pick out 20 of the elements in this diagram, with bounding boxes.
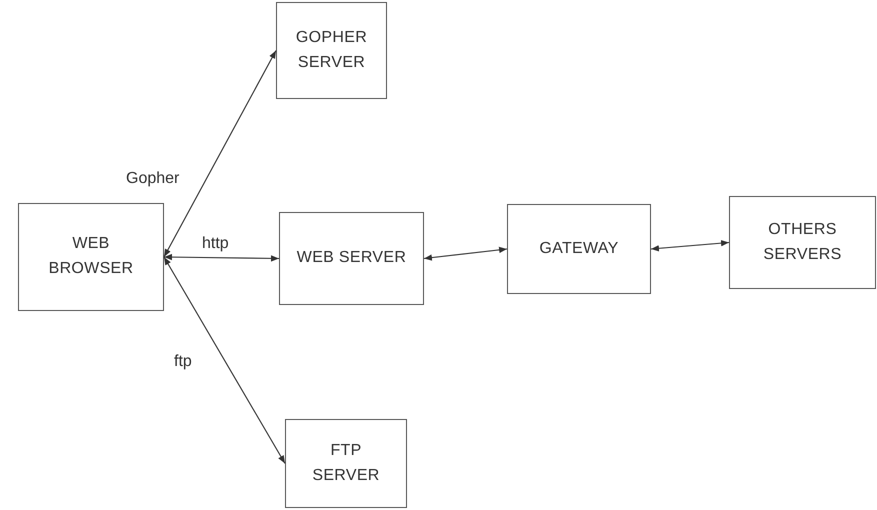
arrow — [164, 50, 276, 258]
server-box — [729, 196, 876, 289]
box-label: OTHERS SERVERS — [762, 220, 843, 264]
server-box — [507, 204, 651, 294]
server-box — [279, 212, 424, 305]
arrow — [650, 240, 730, 252]
box-label: FTP SERVER — [311, 440, 381, 486]
box-label: GATEWAY — [539, 238, 619, 259]
arrow — [164, 254, 279, 262]
server-box — [285, 419, 407, 508]
edge-label: Gopher — [124, 170, 182, 188]
box-label: WEB SERVER — [296, 248, 406, 268]
server-box — [276, 2, 387, 99]
server-box — [18, 203, 164, 311]
edge-label: http — [200, 235, 231, 253]
box-label: WEB BROWSER — [48, 234, 134, 279]
arrow — [424, 246, 508, 261]
edge-label: ftp — [172, 353, 194, 371]
box-label: GOPHER SERVER — [294, 28, 368, 72]
arrow — [164, 256, 286, 464]
